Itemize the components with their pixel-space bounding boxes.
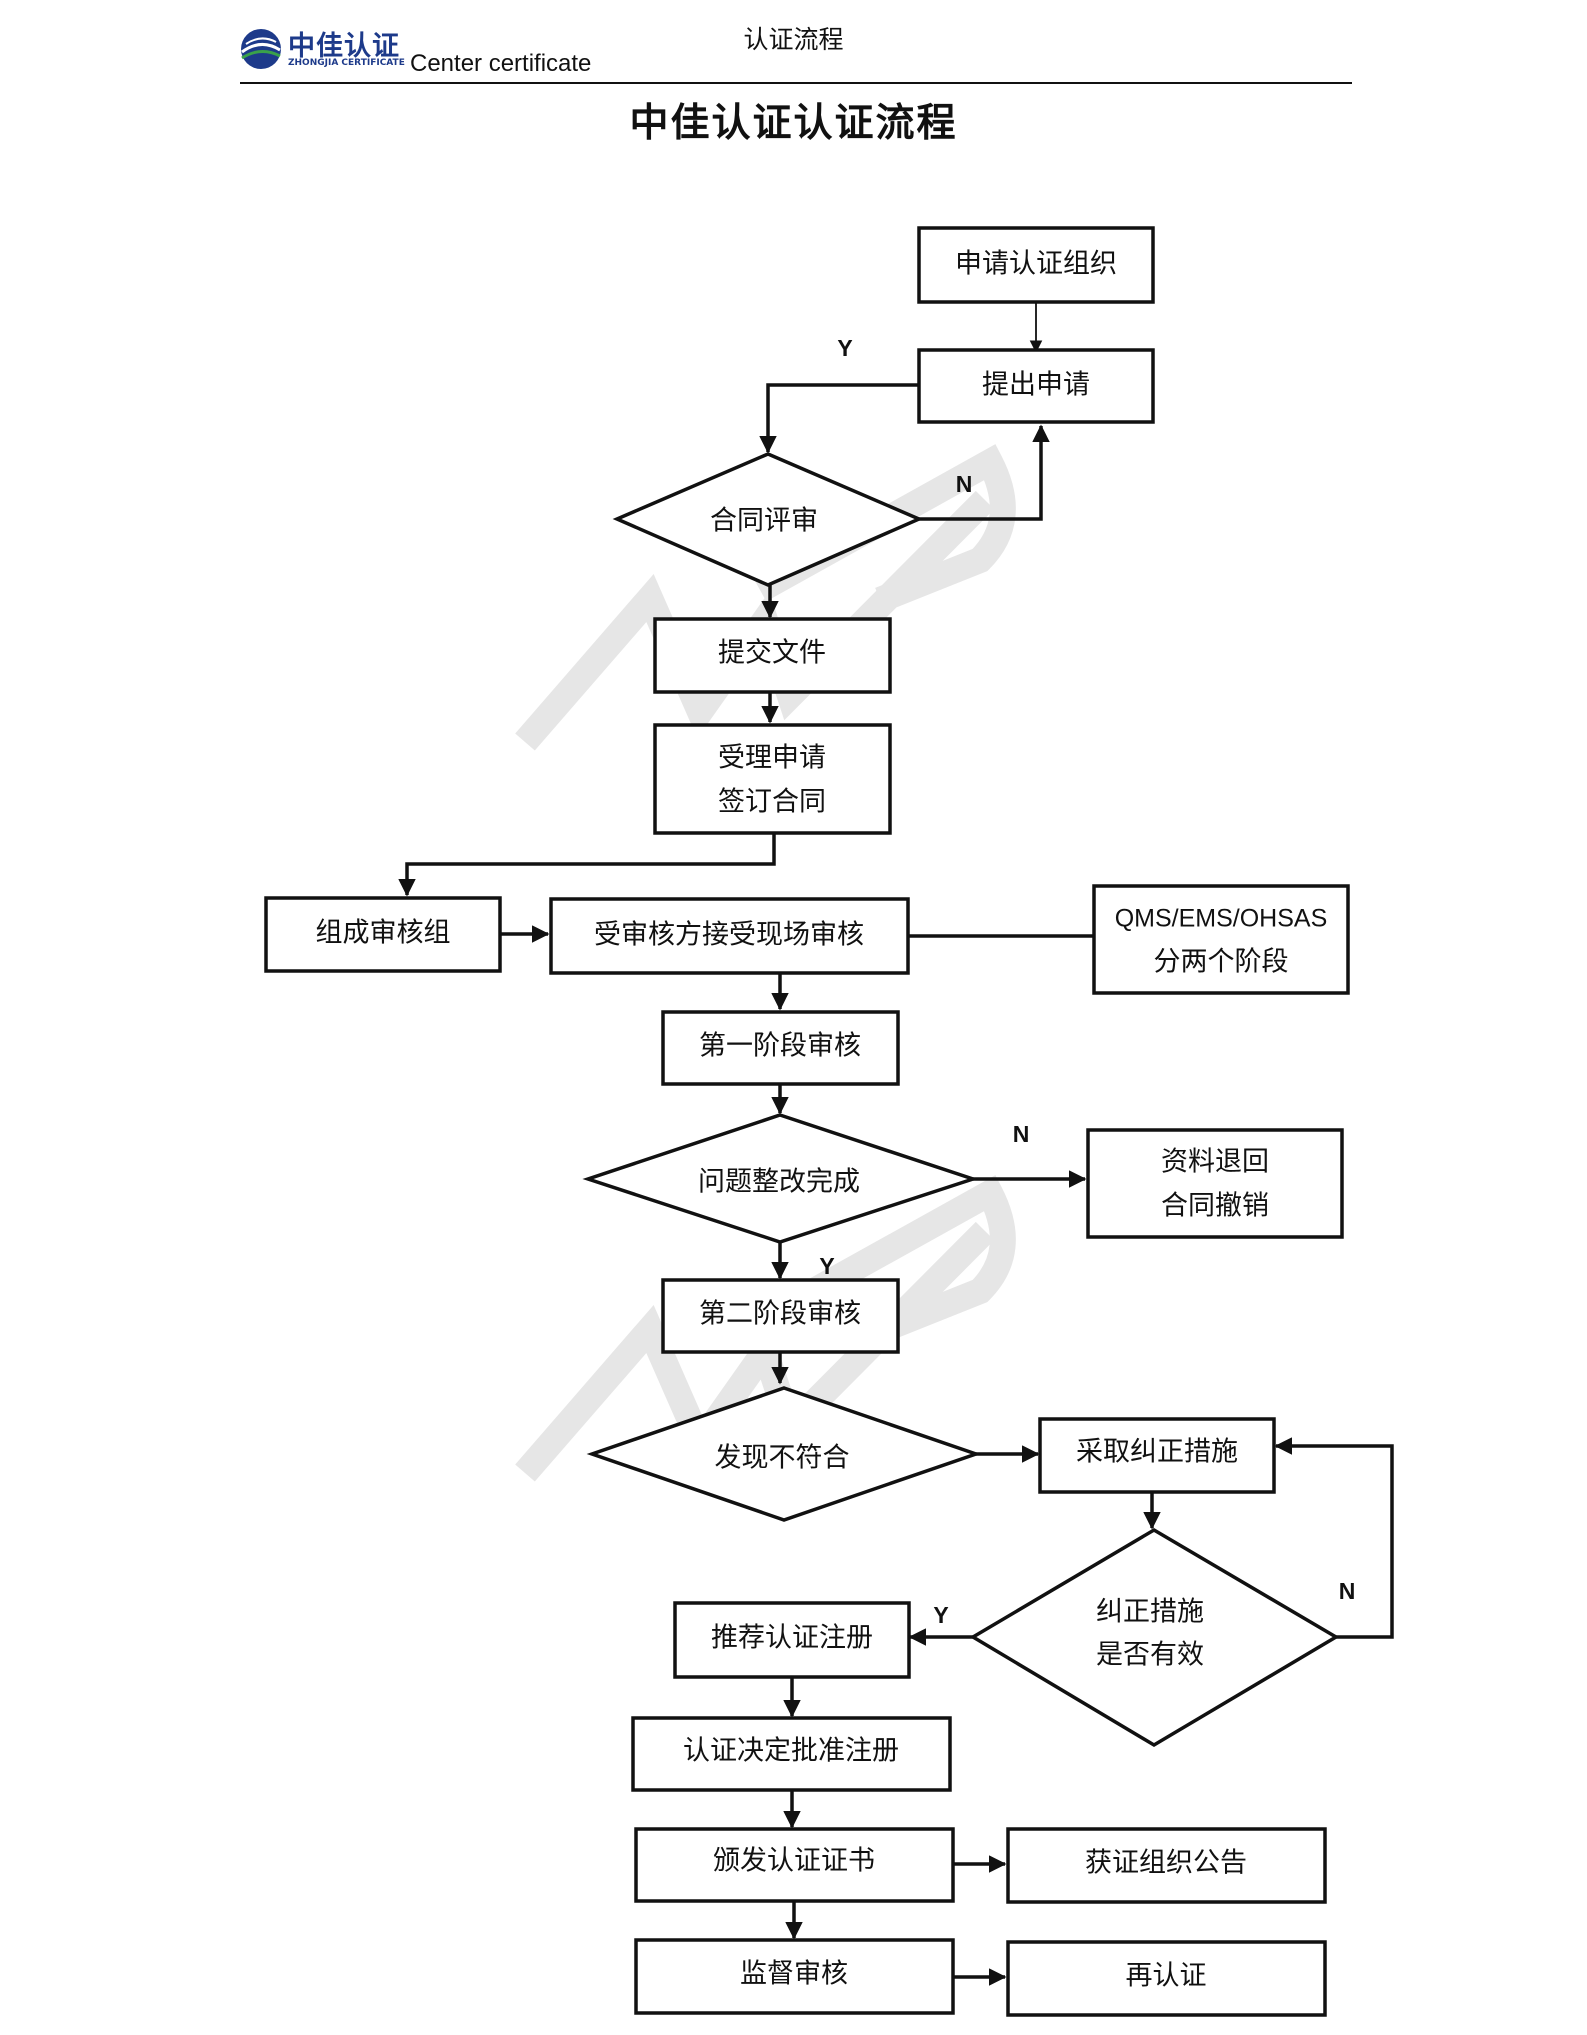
edge-label-review-no: N xyxy=(956,471,973,497)
edge-label-issues-yes: Y xyxy=(819,1253,834,1279)
node-form-audit-team: 组成审核组 xyxy=(264,896,502,973)
node-corrective-action: 采取纠正措施 xyxy=(1038,1417,1276,1494)
node-qms-note-line-1: QMS/EMS/OHSAS xyxy=(1115,905,1328,933)
connector-lines xyxy=(398,302,1394,1986)
node-contract-review-label: 合同评审 xyxy=(710,506,818,537)
node-action-effective-line-2: 是否有效 xyxy=(1096,1640,1204,1671)
brand-tagline: Center certificate xyxy=(410,50,592,77)
node-publish-announcement: 获证组织公告 xyxy=(1006,1827,1327,1904)
header-divider xyxy=(240,82,1352,84)
globe-logo-icon xyxy=(241,29,281,69)
node-issues-fixed-label: 问题整改完成 xyxy=(698,1167,860,1198)
node-accept-application-line-1: 受理申请 xyxy=(718,743,826,774)
node-corrective-action-label: 采取纠正措施 xyxy=(1076,1437,1238,1468)
node-onsite-audit: 受审核方接受现场审核 xyxy=(549,897,910,975)
node-action-effective-line-1: 纠正措施 xyxy=(1096,1597,1204,1628)
node-nonconformity-found-label: 发现不符合 xyxy=(715,1443,850,1474)
node-accept-application-line-2: 签订合同 xyxy=(718,787,826,818)
logo-text: 中佳认证 xyxy=(288,31,400,62)
node-submit-documents: 提交文件 xyxy=(653,617,892,694)
node-publish-announcement-label: 获证组织公告 xyxy=(1085,1848,1247,1879)
edge-label-review-yes: Y xyxy=(837,335,852,361)
node-action-effective: 纠正措施 是否有效 xyxy=(969,1527,1340,1748)
node-accept-application: 受理申请 签订合同 xyxy=(653,723,892,835)
node-decision-approve: 认证决定批准注册 xyxy=(631,1716,952,1792)
node-nonconformity-found: 发现不符合 xyxy=(586,1386,982,1522)
node-submit-application-label: 提出申请 xyxy=(982,370,1090,401)
node-stage2-audit-label: 第二阶段审核 xyxy=(699,1299,861,1330)
node-issues-fixed: 问题整改完成 xyxy=(582,1113,979,1244)
company-logo: 中佳认证 ZHONGJIA CERTIFICATE xyxy=(236,24,426,74)
page-title: 中佳认证认证流程 xyxy=(629,101,958,146)
running-header-title: 认证流程 xyxy=(743,25,844,54)
node-qms-note: QMS/EMS/OHSAS 分两个阶段 xyxy=(1092,884,1350,995)
node-recommend-registration: 推荐认证注册 xyxy=(673,1601,911,1679)
node-stage2-audit: 第二阶段审核 xyxy=(661,1278,900,1354)
node-decision-approve-label: 认证决定批准注册 xyxy=(683,1736,899,1767)
node-return-materials-line-2: 合同撤销 xyxy=(1161,1191,1269,1222)
edge-label-issues-no: N xyxy=(1013,1121,1030,1147)
node-issue-certificate: 颁发认证证书 xyxy=(634,1827,955,1903)
node-recommend-registration-label: 推荐认证注册 xyxy=(711,1623,873,1654)
logo-subtext: ZHONGJIA CERTIFICATE xyxy=(288,58,405,68)
node-recertification: 再认证 xyxy=(1006,1940,1327,2017)
node-onsite-audit-label: 受审核方接受现场审核 xyxy=(594,920,864,951)
node-qms-note-line-2: 分两个阶段 xyxy=(1154,947,1289,978)
node-issue-certificate-label: 颁发认证证书 xyxy=(713,1846,875,1877)
node-recertification-label: 再认证 xyxy=(1126,1961,1207,1992)
node-submit-application: 提出申请 xyxy=(917,348,1155,424)
node-submit-documents-label: 提交文件 xyxy=(718,638,826,669)
node-surveillance-audit: 监督审核 xyxy=(634,1938,955,2015)
node-stage1-audit-label: 第一阶段审核 xyxy=(699,1031,861,1062)
node-return-materials: 资料退回 合同撤销 xyxy=(1086,1128,1344,1239)
node-apply-org-label: 申请认证组织 xyxy=(955,249,1117,280)
node-apply-org: 申请认证组织 xyxy=(917,226,1155,304)
edge-label-effective-no: N xyxy=(1339,1578,1356,1604)
node-contract-review: 合同评审 xyxy=(612,452,924,587)
node-return-materials-line-1: 资料退回 xyxy=(1161,1147,1269,1178)
edge-label-effective-yes: Y xyxy=(933,1602,948,1628)
node-stage1-audit: 第一阶段审核 xyxy=(661,1010,900,1086)
node-surveillance-audit-label: 监督审核 xyxy=(740,1959,848,1990)
node-form-audit-team-label: 组成审核组 xyxy=(316,918,451,949)
